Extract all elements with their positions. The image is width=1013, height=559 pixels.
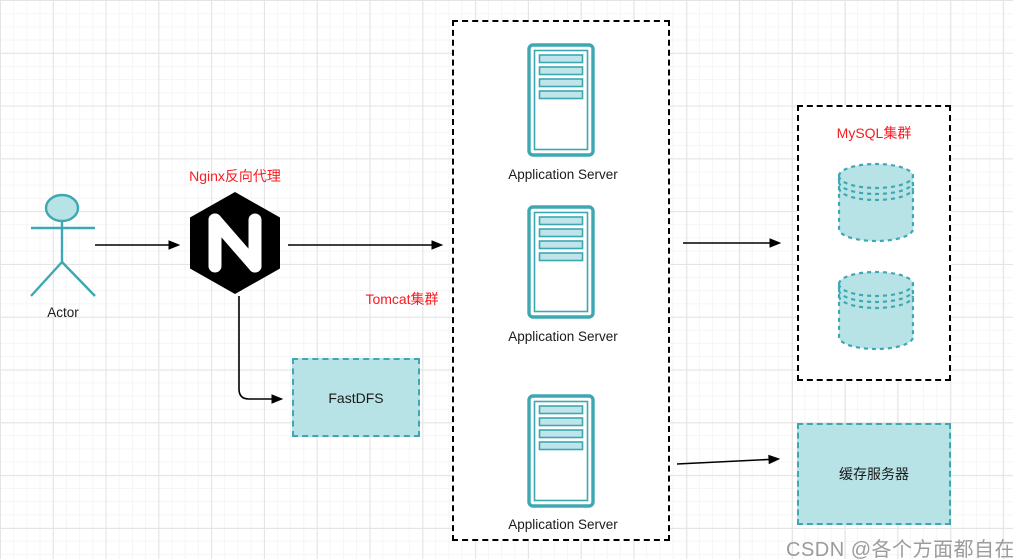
arrow-tomcat-to-cache [676,459,778,465]
mysql-cluster-container: MySQL集群 [797,105,951,381]
csdn-watermark: CSDN @各个方面都自在 [786,539,1013,559]
application-server-label: Application Server [508,517,618,532]
application-server-icon [527,43,595,157]
application-server-icon [527,394,595,508]
cache-server-label: 缓存服务器 [839,466,909,482]
application-server-label: Application Server [508,167,618,182]
actor-icon [30,193,96,297]
fastdfs-box: FastDFS [292,358,420,437]
nginx-icon [190,192,280,294]
cache-server-box: 缓存服务器 [797,423,951,525]
tomcat-cluster-label: Tomcat集群 [365,291,439,307]
fastdfs-label: FastDFS [328,389,384,406]
mysql-database-icon [837,162,915,243]
nginx-label: Nginx反向代理 [189,168,281,184]
arrow-nginx-to-fastdfs [238,296,281,399]
application-server-icon [527,205,595,319]
tomcat-cluster-container: Application Server Application Server [452,20,670,541]
application-server-label: Application Server [508,329,618,344]
actor-label: Actor [47,305,79,320]
mysql-cluster-label: MySQL集群 [836,125,912,141]
mysql-database-icon [837,270,915,351]
